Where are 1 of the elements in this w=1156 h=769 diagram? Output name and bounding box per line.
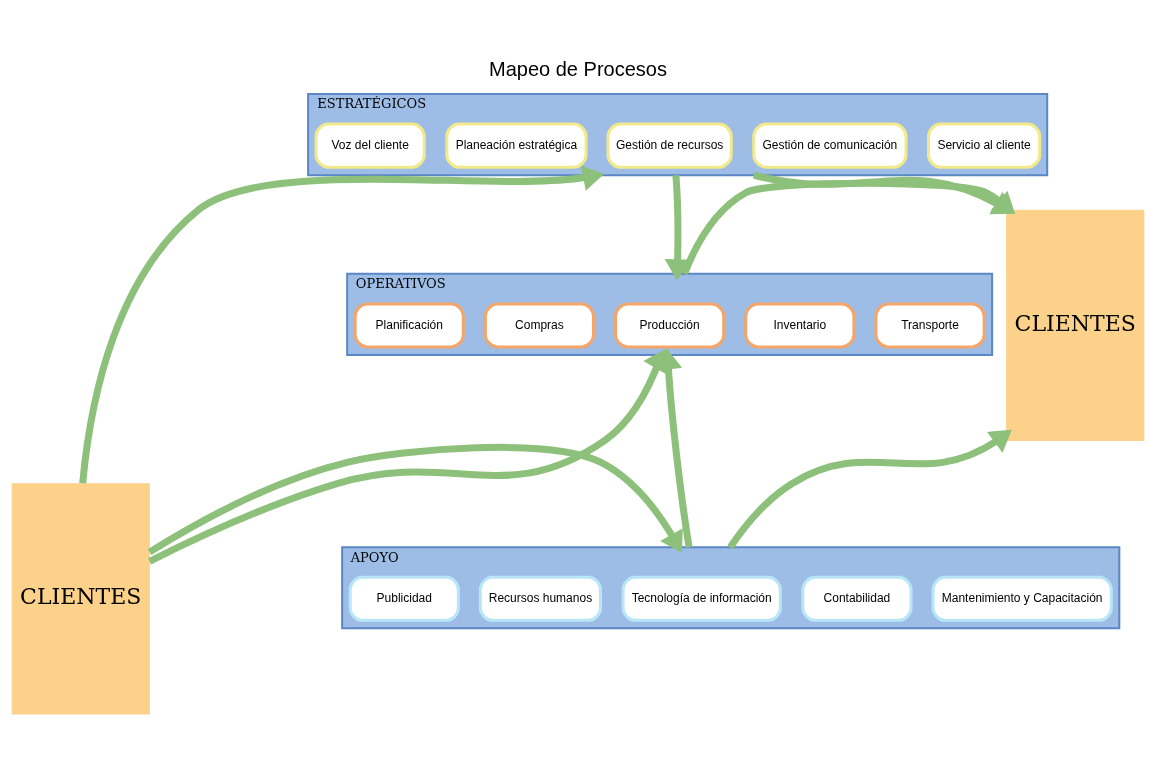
diagram-title: Mapeo de Procesos [488, 57, 668, 80]
